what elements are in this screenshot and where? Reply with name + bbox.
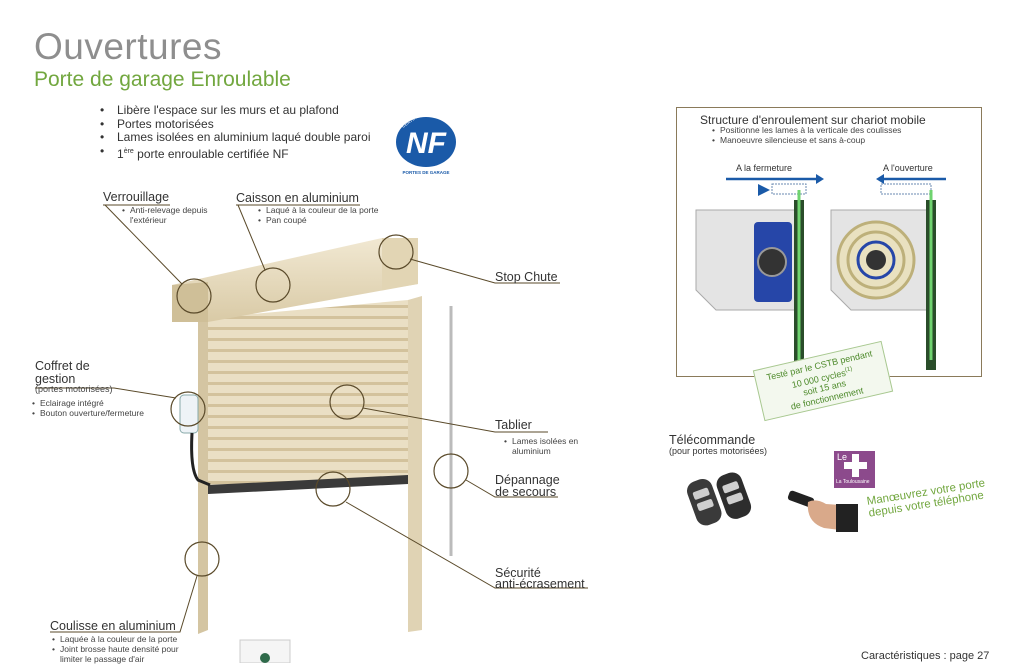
remote-title: Télécommande: [669, 433, 756, 447]
feature-list: Libère l'espace sur les murs et au plafo…: [100, 103, 371, 162]
le-logo-caption: La Toulousaine: [836, 479, 870, 485]
caption-closing: A la fermeture: [736, 163, 793, 173]
structure-item: Manoeuvre silencieuse et sans à-coup: [710, 135, 970, 145]
label-item: Laquée à la couleur de la porte: [50, 634, 200, 644]
left-guide-rail: [198, 318, 208, 634]
leader-depannage: [465, 479, 558, 498]
structure-title: Structure d'enroulement sur chariot mobi…: [700, 113, 926, 127]
label-verrouillage-list: Anti-relevage depuis l'extérieur: [120, 205, 220, 225]
remote-control-icon: [687, 472, 752, 526]
label-caisson-title: Caisson en aluminium: [236, 191, 359, 205]
marker-verrouillage: [176, 278, 212, 314]
label-coulisse-list: Laquée à la couleur de la porte Joint br…: [50, 634, 200, 664]
label-coffret-title: Coffret de gestion: [35, 359, 90, 386]
rail-section-thumbnail: [239, 639, 291, 663]
label-stop-chute: Stop Chute: [495, 270, 558, 284]
door-bottom-bar: [208, 475, 408, 494]
label-caisson-list: Laqué à la couleur de la porte Pan coupé: [256, 205, 406, 225]
garage-door-illustration: [35, 204, 588, 663]
label-depannage-l2: de secours: [495, 485, 557, 499]
label-coulisse-title: Coulisse en aluminium: [50, 619, 176, 633]
leader-securite: [345, 501, 588, 589]
label-item: Eclairage intégré: [30, 398, 170, 408]
hand-phone-icon: [787, 490, 858, 532]
nf-logo-text: NF: [406, 127, 447, 160]
label-item: Joint brosse haute densité pour limiter …: [50, 644, 200, 664]
page-footer: Caractéristiques : page 27: [861, 650, 990, 662]
right-guide-rail: [408, 296, 422, 632]
feature-item: Lames isolées en aluminium laqué double …: [100, 130, 371, 145]
control-cable: [190, 432, 211, 487]
label-tablier-title: Tablier: [495, 418, 532, 432]
caption-opening: A l'ouverture: [883, 163, 933, 173]
label-coffret-sub: (portes motorisées): [35, 384, 113, 394]
nf-logo-caption: PORTES DE GARAGE: [402, 170, 449, 175]
remote-subtitle: (pour portes motorisées): [669, 446, 768, 456]
label-securite-l1: Sécurité: [495, 566, 541, 580]
feature-sup: ère: [123, 147, 134, 155]
leader-coffret: [35, 387, 177, 399]
label-item: Lames isolées en aluminium: [502, 436, 582, 456]
marker-coulisse: [184, 541, 220, 577]
leader-coulisse: [50, 575, 198, 633]
phone-control-text: Manœuvrez votre porte depuis votre télép…: [866, 477, 986, 520]
marker-depannage: [433, 453, 469, 489]
stamp-line2-sup: (1): [844, 365, 853, 374]
marker-stop-chute: [378, 234, 414, 270]
marker-securite: [315, 471, 351, 507]
leader-caisson: [237, 204, 266, 271]
label-securite-l2: anti-écrasement: [495, 577, 585, 591]
label-item: Anti-relevage depuis l'extérieur: [120, 205, 220, 225]
marker-caisson: [255, 267, 291, 303]
arrow-left-icon: [876, 174, 884, 184]
page-subtitle: Porte de garage Enroulable: [34, 68, 291, 91]
label-tablier-list: Lames isolées en aluminium: [502, 436, 582, 456]
label-verrouillage-title: Verrouillage: [103, 190, 170, 204]
le-plus-logo: Le La Toulousaine: [834, 451, 875, 488]
feature-item: Portes motorisées: [100, 117, 371, 132]
control-box: [179, 394, 199, 434]
door-curtain: [208, 300, 408, 488]
structure-item: Positionne les lames à la verticale des …: [710, 125, 970, 135]
feature-text: porte enroulable certifiée NF: [137, 146, 289, 161]
label-depannage-l1: Dépannage: [495, 473, 560, 487]
structure-list: Positionne les lames à la verticale des …: [710, 125, 970, 145]
feature-item: 1ère porte enroulable certifiée NF: [100, 145, 371, 162]
feature-prefix: 1: [117, 146, 124, 161]
leader-tablier: [362, 407, 548, 433]
feature-item: Libère l'espace sur les murs et au plafo…: [100, 103, 371, 118]
marker-tablier: [329, 384, 365, 420]
label-item: Bouton ouverture/fermeture: [30, 408, 170, 418]
roller-mechanism-illustration: [695, 174, 946, 370]
page-title: Ouvertures: [34, 26, 223, 67]
le-logo-text: Le: [837, 452, 848, 462]
roller-housing: [172, 238, 418, 322]
leader-stop-chute: [409, 258, 560, 284]
arrow-right-icon: [816, 174, 824, 184]
label-item: Laqué à la couleur de la porte: [256, 205, 406, 215]
marker-coffret: [170, 391, 206, 427]
label-item: Pan coupé: [256, 215, 406, 225]
label-coffret-list: Eclairage intégré Bouton ouverture/ferme…: [30, 398, 170, 418]
leader-verrouillage: [104, 204, 183, 285]
